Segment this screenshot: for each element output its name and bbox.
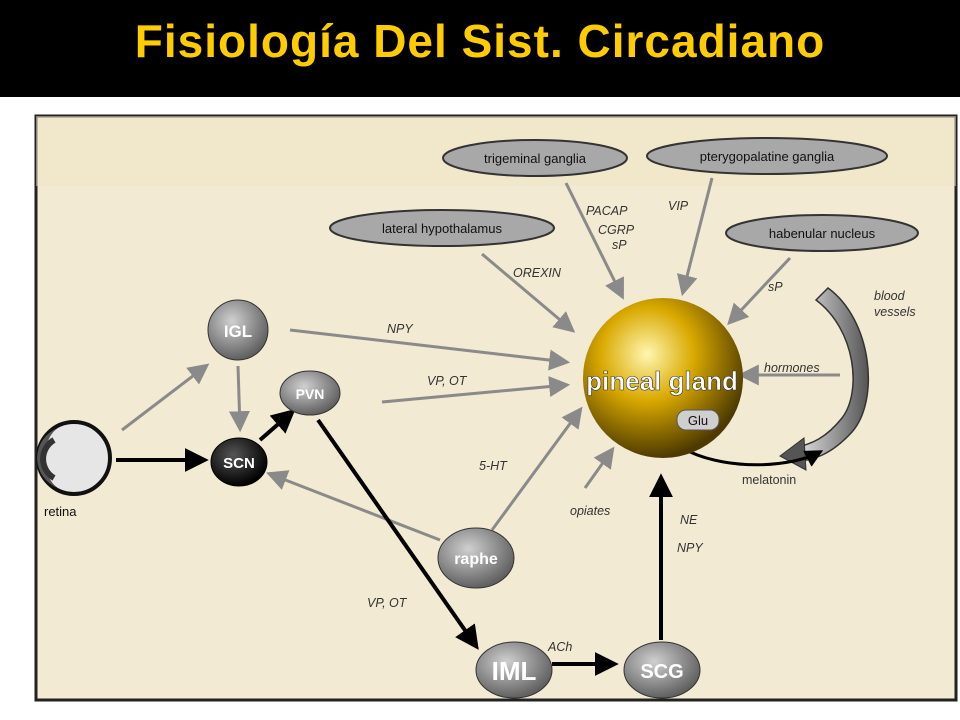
title-bar: Fisiología Del Sist. Circadiano [0,0,960,97]
retina-label: retina [44,504,77,519]
igl-node: IGL [207,299,269,361]
pvn-label: PVN [296,386,325,402]
sp-label-1: sP [612,238,627,252]
page-title: Fisiología Del Sist. Circadiano [134,15,826,67]
igl-label: IGL [224,322,252,341]
glu-label: Glu [688,413,708,428]
arrow-pvn-iml [316,418,479,650]
vp-ot-top-label: VP, OT [427,374,468,388]
ne-label: NE [680,513,698,527]
scg-node: SCG [623,641,701,699]
blood-label: blood [874,289,906,303]
vip-label: VIP [668,199,689,213]
lateral-hypothalamus-label: lateral hypothalamus [382,221,502,236]
scn-node: SCN [210,437,268,487]
arrow-pterygopalatine-pineal [676,177,714,297]
scn-label: SCN [223,455,255,472]
arrow-igl-pineal [289,328,571,371]
npy-bottom-label: NPY [677,541,704,555]
orexin-label: OREXIN [513,266,562,280]
melatonin-label: melatonin [742,473,796,487]
arrow-opiates [583,446,615,489]
diagram-panel [34,114,958,702]
ach-label: ACh [547,640,572,654]
arrow-melatonin [689,450,824,467]
arrow-igl-scn [228,365,250,433]
pvn-node: PVN [279,370,341,416]
pineal-label: pineal gland [586,366,738,396]
arrow-trigeminal-pineal [564,182,624,300]
arrow-raphe-pineal [490,406,583,531]
raphe-label: raphe [454,551,498,568]
arrow-retina-igl [121,363,210,432]
hormones-label: hormones [764,361,820,375]
trigeminal-ganglia-node: trigeminal ganglia [442,139,628,177]
arrow-pvn-pineal [381,376,571,404]
raphe-node: raphe [437,527,515,589]
iml-label: IML [492,656,537,686]
retina-eye-icon [36,420,112,496]
arrow-scn-pvn [258,408,296,442]
arrow-hypothalamus-pineal [481,252,576,333]
sp-label-2: sP [768,280,783,294]
trigeminal-label: trigeminal ganglia [484,151,587,166]
vp-ot-bottom-label: VP, OT [367,596,408,610]
habenular-label: habenular nucleus [769,226,876,241]
arrow-raphe-scn [266,470,441,542]
iml-node: IML [475,641,553,699]
habenular-nucleus-node: habenular nucleus [725,214,919,252]
opiates-label: opiates [570,504,610,518]
scg-label: SCG [640,661,683,683]
pineal-gland-node: pineal gland Glu [583,298,743,458]
arrow-habenular-pineal [727,256,792,326]
pacap-label: PACAP [586,204,628,218]
lateral-hypothalamus-node: lateral hypothalamus [329,209,555,247]
npy-top-label: NPY [387,322,414,336]
pterygopalatine-label: pterygopalatine ganglia [700,149,835,164]
5ht-label: 5-HT [479,459,508,473]
vessels-label: vessels [874,305,916,319]
cgrp-label: CGRP [598,223,635,237]
pterygopalatine-ganglia-node: pterygopalatine ganglia [646,137,888,175]
